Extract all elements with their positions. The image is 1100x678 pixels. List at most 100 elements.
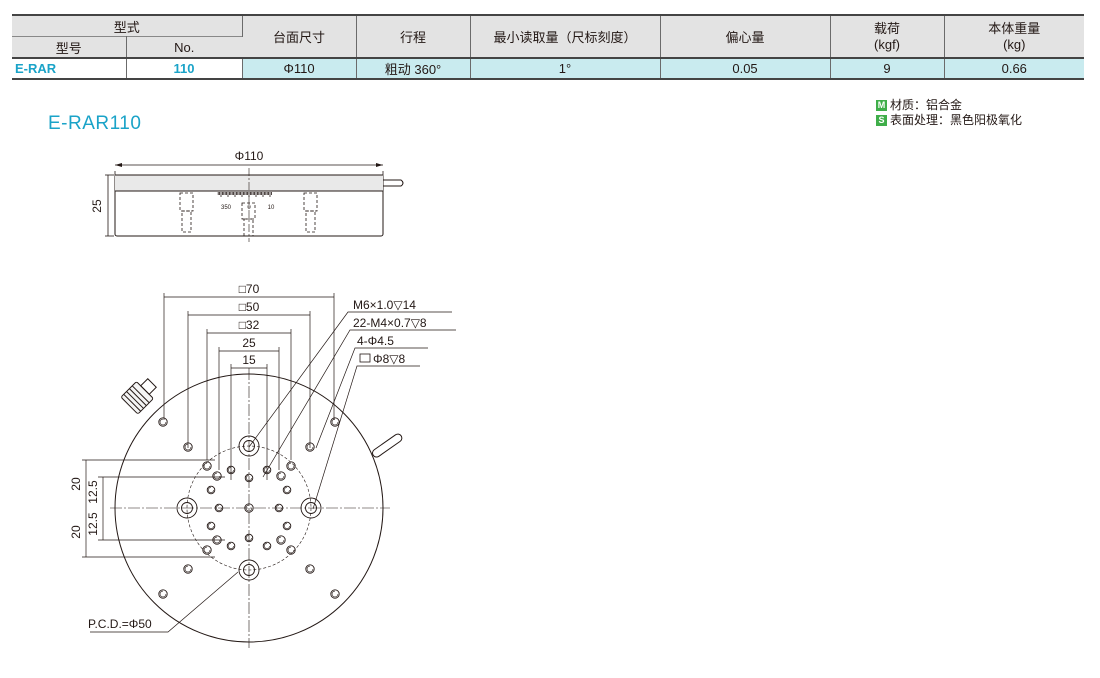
side-view-scale (217, 192, 272, 197)
hole-thread (246, 475, 252, 481)
cell-eccentricity: 0.05 (660, 57, 831, 80)
hole (244, 473, 254, 483)
hole (305, 564, 315, 574)
hole (202, 545, 212, 555)
hole-thread (284, 523, 290, 529)
hole-thread (184, 565, 192, 573)
hole-thread (264, 543, 270, 549)
header-load-label: 载荷 (874, 20, 901, 36)
dim-diameter (114, 163, 384, 178)
hole (226, 465, 236, 475)
dim-left-12-5-bottom: 12.5 (86, 512, 100, 536)
cell-travel: 粗动 360° (356, 57, 471, 80)
header-no: No. (126, 36, 243, 58)
scale-right-label: 10 (268, 205, 275, 211)
material-notes: M 材质：铝合金 S 表面处理：黑色阳极氧化 (876, 98, 1022, 128)
counterbore-symbol (359, 353, 371, 363)
hole (158, 417, 168, 427)
surface-note: S 表面处理：黑色阳极氧化 (876, 113, 1022, 128)
dim-left-20-bottom: 20 (69, 525, 83, 539)
table-row: E-RAR 110 Φ110 粗动 360° 1° 0.05 9 0.66 (12, 57, 1085, 80)
hole-inner (243, 440, 255, 452)
header-min-reading: 最小读取量（尺标刻度） (470, 14, 661, 58)
hole (282, 521, 292, 531)
callout-counterbore: Φ8▽8 (373, 352, 405, 366)
header-weight: 本体重量 (kg) (944, 14, 1085, 58)
fine-handle (372, 433, 403, 458)
dim-sq32-label: □32 (239, 318, 260, 332)
hole (238, 435, 260, 457)
hole (276, 471, 286, 481)
hole (158, 589, 168, 599)
rotary-table-disc (114, 373, 384, 643)
callout-m6: M6×1.0▽14 (353, 298, 416, 312)
hole (202, 461, 212, 471)
hole-thread (246, 535, 252, 541)
hole-inner (243, 564, 255, 576)
hole-inner (305, 502, 317, 514)
hole (262, 465, 272, 475)
header-travel: 行程 (356, 14, 471, 58)
hole-thread (306, 565, 314, 573)
clamp-knob (121, 378, 157, 414)
callout-leaders (90, 311, 456, 633)
scale-center-label: 0 (247, 205, 251, 211)
header-load-unit: (kgf) (874, 36, 901, 52)
header-table-size: 台面尺寸 (242, 14, 357, 58)
header-eccentricity: 偏心量 (660, 14, 831, 58)
header-model: 型号 (12, 36, 127, 58)
header-type-group: 型式 (12, 14, 243, 37)
hole (286, 461, 296, 471)
hole-thread (276, 505, 282, 511)
material-text: 材质：铝合金 (890, 98, 963, 112)
dim-sq70-label: □70 (239, 282, 260, 296)
hole (212, 471, 222, 481)
hole (305, 442, 315, 452)
scale-left-label: 350 (221, 205, 232, 211)
hole-thread (228, 467, 234, 473)
hole-thread (159, 418, 167, 426)
material-badge: M (876, 100, 887, 111)
hole-thread (264, 467, 270, 473)
hole (176, 497, 198, 519)
hole-thread (306, 443, 314, 451)
hole (183, 442, 193, 452)
hole-thread (208, 523, 214, 529)
left-dimensions (82, 459, 225, 558)
hole (330, 589, 340, 599)
dim-sq50-label: □50 (239, 300, 260, 314)
hole-thread (277, 536, 285, 544)
hole-inner (181, 502, 193, 514)
hole-thread (331, 590, 339, 598)
dim-25-label: 25 (242, 336, 256, 350)
dim-left-20-top: 20 (69, 477, 83, 491)
hole (262, 541, 272, 551)
hole (274, 503, 284, 513)
dim-height-label: 25 (90, 199, 104, 213)
hole (183, 564, 193, 574)
header-load: 载荷 (kgf) (830, 14, 945, 58)
dim-left-12-5-top: 12.5 (86, 480, 100, 504)
page-title: E-RAR110 (48, 113, 142, 134)
hole-thread (159, 590, 167, 598)
cell-weight: 0.66 (944, 57, 1085, 80)
cell-load: 9 (830, 57, 945, 80)
hole-thread (287, 462, 295, 470)
hole (214, 503, 224, 513)
hole-thread (216, 505, 222, 511)
hole-thread (277, 472, 285, 480)
surface-text: 表面处理：黑色阳极氧化 (890, 113, 1023, 127)
hole (206, 521, 216, 531)
hole-thread (287, 546, 295, 554)
header-weight-label: 本体重量 (988, 20, 1041, 36)
side-view-body (114, 168, 404, 242)
hole (330, 417, 340, 427)
top-view-centerlines (110, 368, 390, 648)
hole-thread (184, 443, 192, 451)
dim-diameter-label: Φ110 (235, 149, 264, 163)
hole (244, 503, 254, 513)
surface-badge: S (876, 115, 887, 126)
hole-thread (208, 487, 214, 493)
hole-thread (213, 536, 221, 544)
hole-thread (203, 462, 211, 470)
